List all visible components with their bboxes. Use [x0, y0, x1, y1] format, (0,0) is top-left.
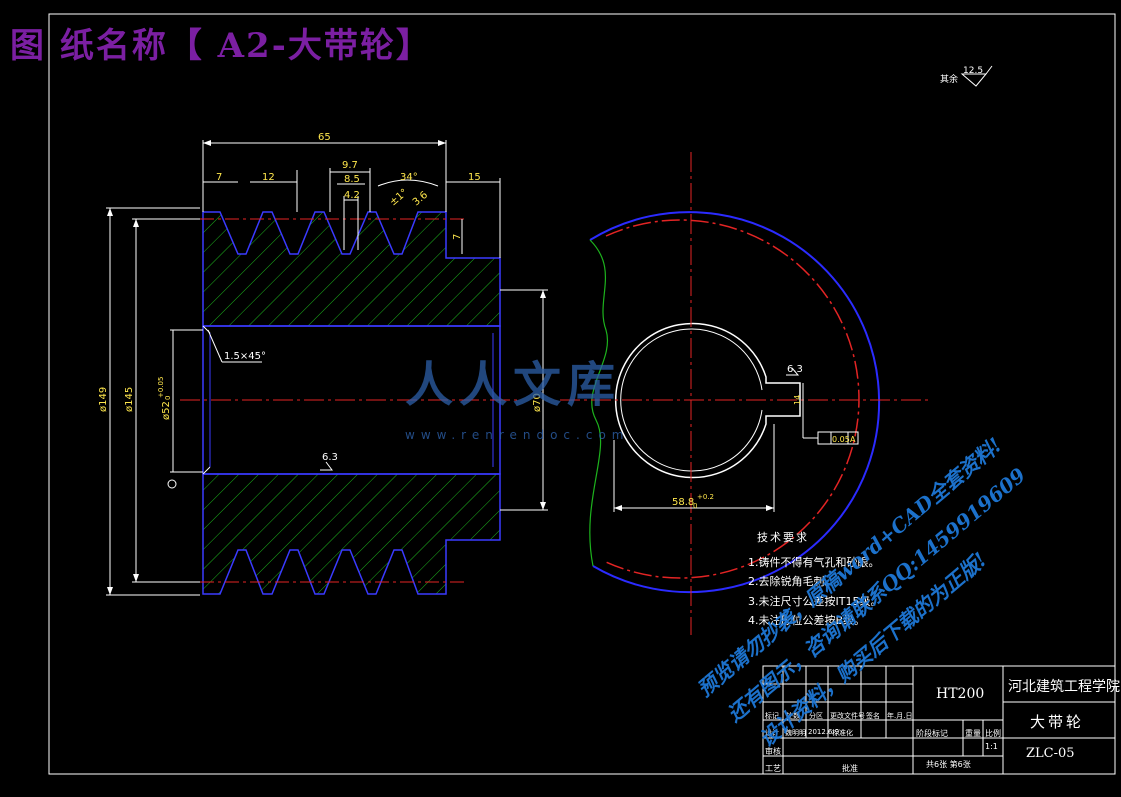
dim-overall-width: 65: [318, 132, 331, 143]
header-count: 处数: [786, 712, 800, 720]
dim-groove-bottom: 8.5: [344, 174, 360, 185]
header-signature: 签名: [866, 712, 880, 720]
review-label: 审核: [765, 747, 781, 756]
dim-bore-diameter: ø52: [161, 401, 172, 420]
dim-right-offset: 15: [468, 172, 481, 183]
scale: 1:1: [985, 742, 998, 751]
datum-label: A: [850, 435, 856, 444]
scale-label: 比例: [985, 729, 1001, 738]
hatched-body-bottom: [202, 473, 501, 595]
surface-finish-value: 12.5: [963, 66, 983, 76]
header-zone: 分区: [809, 712, 823, 720]
weight-label: 重量: [965, 729, 981, 738]
dim-pitch-diameter: ø145: [124, 387, 135, 412]
dim-bore-tol-low: 0: [164, 396, 172, 400]
surface-finish-symbol: [960, 65, 993, 87]
dim-depth-7: 7: [452, 234, 463, 240]
dim-groove-top: 9.7: [342, 160, 358, 171]
tech-req-item-4: 4.未注形位公差按B级。: [748, 614, 866, 627]
school-name: 河北建筑工程学院: [1008, 679, 1120, 695]
tech-req-item-3: 3.未注尺寸公差按IT15级。: [748, 595, 882, 608]
designer-label: 设计: [765, 729, 779, 737]
roughness-a: 6.3: [322, 452, 338, 463]
process-label: 工艺: [765, 764, 781, 773]
title-block-grid: [762, 665, 1116, 775]
part-name: 大带轮: [1030, 713, 1085, 731]
dim-groove-pitch-b: 12: [262, 172, 275, 183]
watermark-logo: 人人文库: [405, 357, 622, 413]
designer-name: 魏明明: [785, 729, 806, 737]
outer-rim: [589, 211, 881, 594]
pitch-circle: [605, 219, 860, 579]
dim-bore-tol: +0.05: [157, 377, 165, 398]
tech-req-item-1: 1.铸件不得有气孔和砂眼。: [748, 556, 880, 569]
dim-groove-pitch-a: 7: [216, 172, 222, 183]
header-mark: 标记: [765, 712, 779, 720]
sheet-count: 共6张 第6张: [926, 760, 971, 769]
hatched-body-top: [202, 211, 501, 327]
standardization-label: 标准化: [832, 729, 853, 737]
header-date: 年.月.日: [887, 712, 913, 720]
symmetry-tolerance: 0.05: [832, 435, 850, 444]
dim-keyway-depth-tol-low: 0: [693, 502, 697, 510]
header-change-doc: 更改文件号: [830, 712, 865, 720]
dim-keyway-depth-tol: +0.2: [697, 493, 714, 501]
tech-req-item-2: 2.去除锐角毛刺。: [748, 575, 836, 588]
dim-keyway-depth: 58.8: [672, 497, 694, 508]
drawing-number: ZLC-05: [1026, 746, 1075, 761]
approval-label: 批准: [842, 764, 858, 773]
dim-groove-mid: 4.2: [344, 190, 360, 201]
bore-outline: [614, 322, 801, 479]
roughness-b: 6.3: [787, 364, 803, 375]
bore-inner: [620, 328, 763, 472]
dim-groove-angle: 34°: [400, 172, 418, 183]
drawing-frame: [48, 13, 1116, 775]
tech-req-title: 技术要求: [757, 531, 809, 544]
dim-groove-depth-small: 3.6: [411, 190, 430, 209]
drawing-title: 图 纸名称【 A2-大带轮】: [10, 26, 432, 66]
section-view: [106, 140, 548, 596]
watermark-url: www.renrendoc.com: [405, 428, 630, 442]
dim-outer-diameter: ø149: [98, 387, 109, 412]
dim-groove-tol: ±1°: [388, 187, 410, 208]
material: HT200: [936, 686, 985, 702]
break-line: [589, 239, 609, 567]
dim-hub-diameter: ø70: [532, 393, 543, 412]
surface-finish-label: 其余: [940, 73, 958, 85]
design-date: 2012.6.9: [808, 728, 840, 736]
dim-keyway-width: 14: [793, 395, 802, 405]
stage-mark-label: 阶段标记: [916, 729, 948, 738]
end-view: [560, 152, 928, 635]
dim-chamfer: 1.5×45°: [224, 351, 266, 362]
